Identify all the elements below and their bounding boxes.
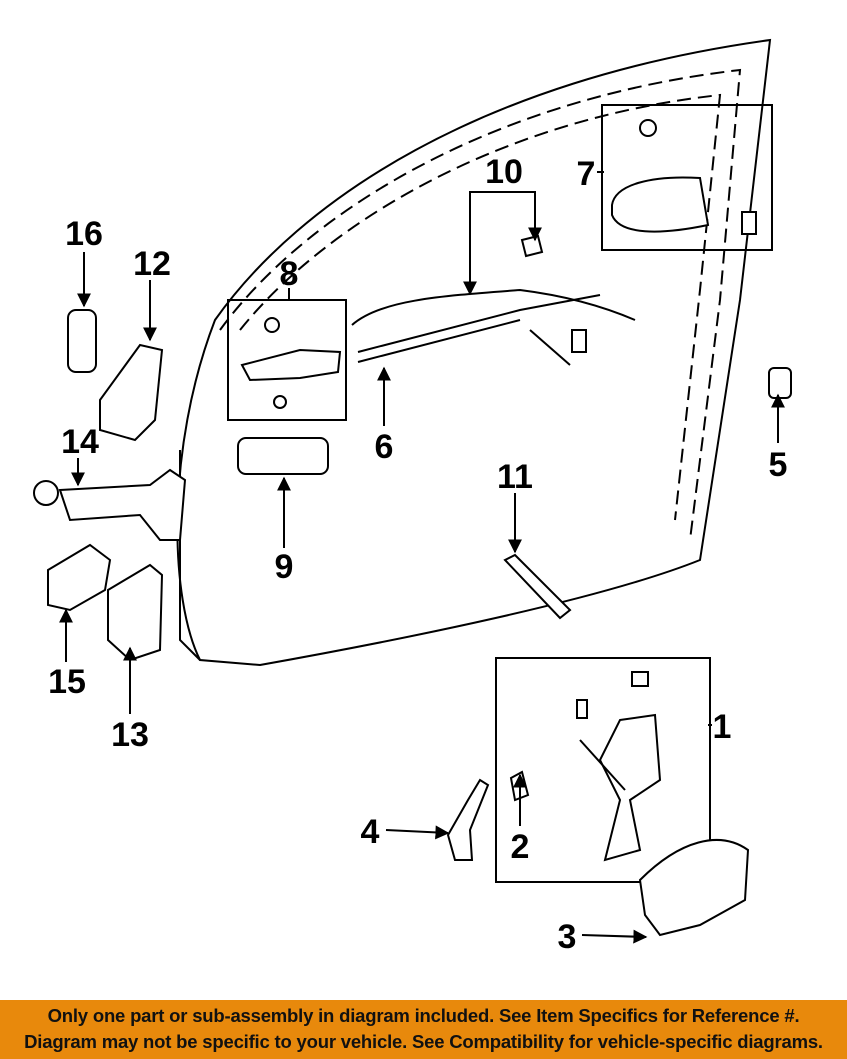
callout-1: 1: [713, 708, 732, 746]
callout-11: 11: [497, 458, 533, 496]
callout-2: 2: [511, 828, 530, 866]
callout-4: 4: [361, 813, 380, 851]
door-shell: [176, 38, 772, 667]
callout-16: 16: [65, 215, 103, 253]
callout-9: 9: [275, 548, 294, 586]
inside-handle-group: [227, 299, 347, 421]
callout-8: 8: [280, 255, 299, 293]
callout-7: 7: [577, 155, 596, 193]
callout-3: 3: [558, 918, 577, 956]
callout-5: 5: [769, 446, 788, 484]
disclaimer-banner: Only one part or sub-assembly in diagram…: [0, 1000, 847, 1059]
callout-15: 15: [48, 663, 86, 701]
misc-parts: [33, 234, 792, 937]
callout-10: 10: [485, 153, 523, 191]
callout-6: 6: [375, 428, 394, 466]
banner-line-1: Only one part or sub-assembly in diagram…: [47, 1005, 800, 1026]
callout-14: 14: [61, 423, 99, 461]
outside-handle-group: [601, 104, 773, 251]
callout-13: 13: [111, 716, 149, 754]
banner-line-2: Diagram may not be specific to your vehi…: [24, 1031, 823, 1052]
door-parts-diagram: 1 2 3 4 5 6 7 8 9 10 11 12 13 14 15 16: [33, 38, 792, 956]
callout-12: 12: [133, 245, 171, 283]
callout-leaders: [59, 171, 785, 944]
